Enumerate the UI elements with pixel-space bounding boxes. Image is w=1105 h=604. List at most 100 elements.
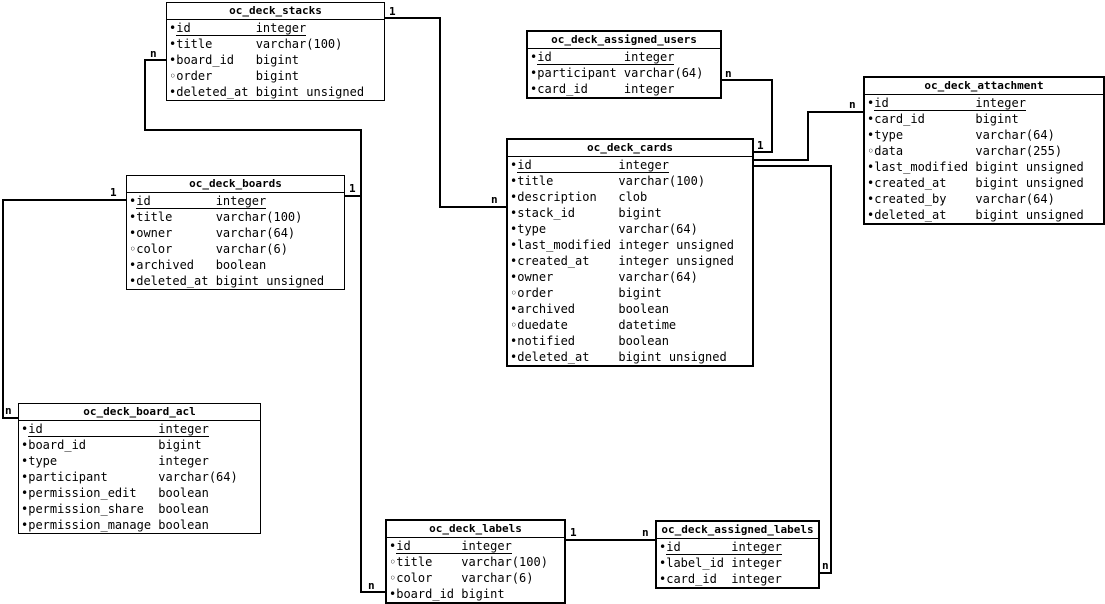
relation-line-stacks-cards: [385, 17, 506, 208]
column-name: stack_id: [517, 206, 576, 220]
cardinality-label: n: [150, 47, 157, 60]
column-type: bigint: [618, 286, 662, 300]
null-indicator-icon: •: [867, 160, 875, 174]
cardinality-label: n: [849, 98, 856, 111]
null-indicator-icon: •: [659, 572, 667, 586]
null-indicator-icon: •: [510, 174, 518, 188]
table-title: oc_deck_assigned_labels: [657, 522, 818, 539]
column-type: varchar(255): [975, 144, 1063, 158]
relation-line-cards-assigned-labels: [754, 165, 832, 574]
column-type: boolean: [215, 258, 267, 272]
null-indicator-icon: •: [21, 518, 29, 532]
column-name: deleted_at: [517, 350, 590, 364]
table-title: oc_deck_stacks: [167, 3, 384, 20]
null-indicator-icon: •: [867, 176, 875, 190]
column-name: id: [136, 193, 216, 209]
null-indicator-icon: •: [510, 222, 518, 236]
null-indicator-icon: •: [169, 37, 177, 51]
column-name: label_id: [666, 556, 725, 570]
null-indicator-icon: ◦: [867, 144, 875, 158]
null-indicator-icon: ◦: [389, 571, 397, 585]
null-indicator-icon: ◦: [129, 242, 137, 256]
column-type: integer: [623, 82, 675, 96]
null-indicator-icon: •: [389, 539, 397, 553]
null-indicator-icon: •: [867, 128, 875, 142]
null-indicator-icon: •: [21, 486, 29, 500]
column-name: order: [176, 69, 213, 83]
column-name: archived: [517, 302, 576, 316]
null-indicator-icon: •: [169, 21, 177, 35]
null-indicator-icon: •: [169, 85, 177, 99]
column-type: clob: [618, 190, 648, 204]
null-indicator-icon: •: [530, 82, 538, 96]
cardinality-label: 1: [757, 139, 764, 152]
column-type: bigint unsigned: [215, 274, 325, 288]
null-indicator-icon: ◦: [510, 286, 518, 300]
column-type: integer: [731, 572, 782, 586]
null-indicator-icon: •: [21, 454, 29, 468]
column-name: board_id: [396, 587, 455, 601]
column-name: created_at: [517, 254, 590, 268]
column-name: deleted_at: [136, 274, 209, 288]
column-type: bigint: [618, 206, 662, 220]
null-indicator-icon: •: [389, 587, 397, 601]
column-name: card_id: [666, 572, 717, 586]
null-indicator-icon: •: [530, 66, 538, 80]
null-indicator-icon: •: [867, 192, 875, 206]
column-name: board_id: [176, 53, 235, 67]
table-title: oc_deck_attachment: [865, 78, 1103, 95]
column-type: integer: [255, 21, 307, 36]
relation-line-boards-labels: [345, 195, 385, 593]
column-type: varchar(6): [461, 571, 534, 585]
column-name: title: [176, 37, 213, 51]
column-type: bigint: [158, 438, 202, 452]
column-name: type: [517, 222, 547, 236]
null-indicator-icon: •: [129, 210, 137, 224]
column-name: created_at: [874, 176, 947, 190]
column-type: varchar(64): [975, 192, 1055, 206]
column-type: integer: [158, 422, 209, 437]
column-type: bigint: [975, 112, 1019, 126]
column-type: varchar(6): [215, 242, 288, 256]
null-indicator-icon: •: [510, 254, 518, 268]
column-type: bigint unsigned: [618, 350, 727, 364]
null-indicator-icon: •: [867, 96, 875, 110]
column-name: title: [517, 174, 554, 188]
cardinality-label: 1: [570, 526, 577, 539]
column-name: notified: [517, 334, 576, 348]
cardinality-label: n: [5, 404, 12, 417]
column-type: varchar(100): [461, 555, 548, 569]
null-indicator-icon: •: [867, 112, 875, 126]
column-name: participant: [537, 66, 617, 80]
null-indicator-icon: •: [659, 556, 667, 570]
column-type: varchar(64): [618, 270, 698, 284]
column-name: duedate: [517, 318, 568, 332]
column-type: integer: [461, 539, 512, 554]
